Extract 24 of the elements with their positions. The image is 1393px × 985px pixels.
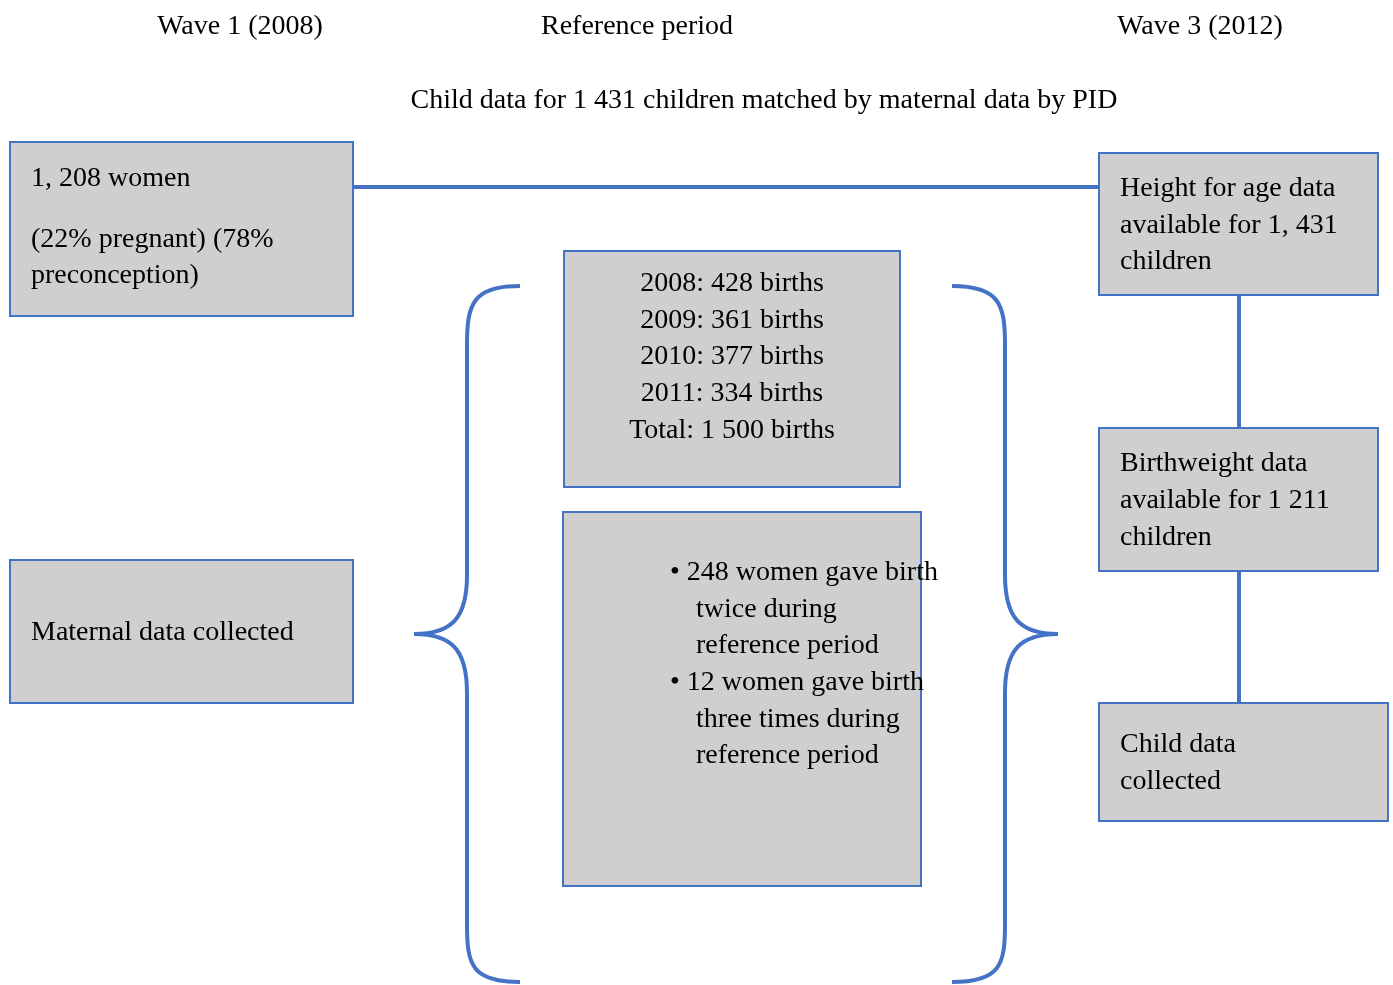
box-text: Birthweight data available for 1 211 children	[1120, 445, 1331, 553]
box-text: 2009: 361 births	[639, 301, 825, 336]
text-box	[1098, 152, 1379, 296]
box-text: Maternal data collected	[31, 614, 294, 649]
box-text: Height for age data available for 1, 431 children	[1120, 170, 1339, 278]
box-text: Child data collected	[1120, 726, 1237, 797]
box-text: 2010: 377 births	[639, 338, 825, 373]
text-box	[9, 559, 354, 704]
text-box	[563, 250, 901, 488]
connector-line	[1237, 296, 1241, 427]
text-box	[9, 141, 354, 317]
box-text: 2011: 334 births	[639, 375, 825, 409]
box-text: (22% pregnant) (78% preconception)	[31, 220, 275, 292]
box-text: 1, 208 women	[31, 160, 192, 194]
text-box	[1098, 427, 1379, 572]
text-box	[1098, 702, 1389, 822]
column-heading: Reference period	[541, 8, 733, 42]
connector-line	[1237, 572, 1241, 702]
connector-line	[354, 185, 1098, 189]
box-text: 2008: 428 births	[639, 265, 825, 299]
column-heading: Wave 1 (2008)	[157, 8, 323, 42]
box-text: Total: 1 500 births	[628, 411, 836, 446]
subtitle: Child data for 1 431 children matched by maternal data by PID	[410, 82, 1118, 116]
column-heading: Wave 3 (2012)	[1117, 8, 1283, 42]
